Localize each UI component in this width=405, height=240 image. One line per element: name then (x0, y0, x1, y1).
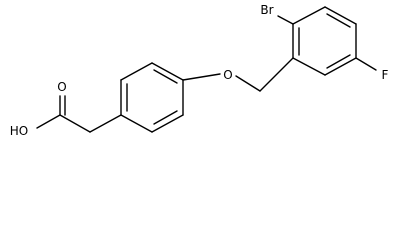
chemical-structure: Br O O F HO (10, 3, 389, 138)
carbonyl-oxygen-label: O (57, 80, 66, 94)
bromine-label: Br (260, 3, 273, 17)
bromofluorophenyl-ring (292, 6, 357, 76)
fluorine-label: F (382, 68, 389, 82)
structure-canvas: Br O O F HO (10, 3, 389, 138)
hydroxyl-label: HO (10, 124, 28, 138)
phenylene-ring (120, 62, 184, 133)
ether-linkage (182, 57, 294, 92)
c-br-bond (277, 15, 294, 25)
acetic-acid-chain (36, 95, 122, 133)
c-f-bond (355, 57, 377, 71)
ether-oxygen-label: O (223, 68, 232, 82)
